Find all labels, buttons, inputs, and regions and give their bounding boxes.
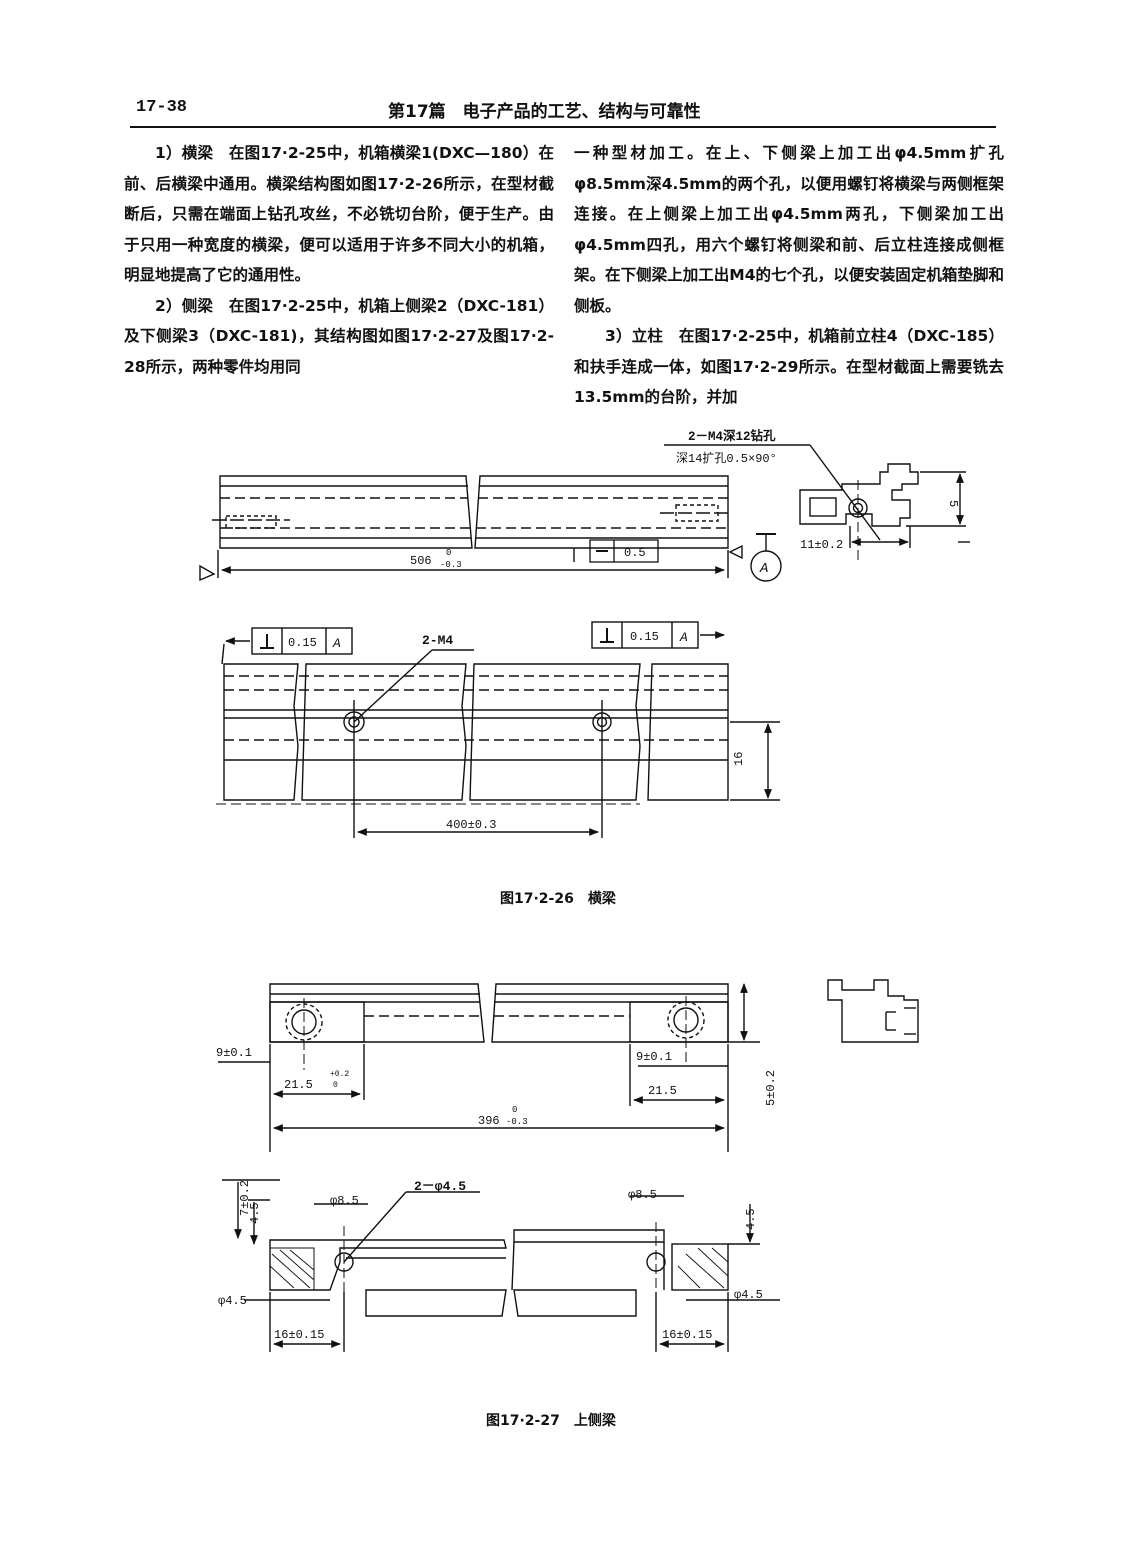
crossbeam-top-view — [212, 475, 729, 549]
perp-datum-2: A — [679, 630, 688, 645]
paragraph-column: 3）立柱 在图17·2-25中，机箱前立柱4（DXC-185）和扶手连成一体，如… — [574, 327, 1004, 406]
datum-a: A — [759, 561, 768, 577]
paragraph-side-beam-cont: 一种型材加工。在上、下侧梁上加工出φ4.5mm扩孔φ8.5mm深4.5mm的两个… — [574, 144, 1004, 315]
dim-hole-pos-left: 16±0.15 — [274, 1328, 324, 1342]
dim-hole-pos-right: 16±0.15 — [662, 1328, 712, 1342]
chapter-title: 第17篇 电子产品的工艺、结构与可靠性 — [388, 102, 701, 122]
dim-side-height: 5±0.2 — [764, 1070, 778, 1106]
caption-fig-17-2-27: 图17·2-27 上侧梁 — [486, 1413, 616, 1429]
crossbeam-section — [664, 444, 970, 560]
dim-total: 396 — [478, 1114, 500, 1128]
side-beam-bottom-dims — [222, 1179, 780, 1352]
flatness-value: 0.5 — [624, 546, 646, 560]
side-beam-top-dims — [218, 983, 760, 1152]
dim-pocket-tol-upper: +0.2 — [330, 1070, 349, 1079]
tapped-holes: 2-M4 — [422, 633, 453, 648]
dim-hole-spacing: 400±0.3 — [446, 818, 496, 832]
hole-dia-left: φ4.5 — [218, 1294, 247, 1308]
dim-top-left: 7±0.2 — [238, 1180, 252, 1216]
paragraph-side-beam: 2）侧梁 在图17·2-25中，机箱上侧梁2（DXC-181）及下侧梁3（DXC… — [124, 296, 554, 376]
side-beam-bottom-view — [269, 1222, 729, 1317]
text-column-left: 1）横梁 在图17·2-25中，机箱横梁1(DXC—180）在前、后横梁中通用。… — [124, 138, 554, 382]
crossbeam-top-dims — [199, 533, 782, 582]
cb-dia-right: φ8.5 — [628, 1188, 657, 1202]
caption-fig-17-2-26: 图17·2-26 横梁 — [500, 891, 616, 907]
perp-value-2: 0.15 — [630, 630, 659, 644]
perp-datum: A — [332, 636, 341, 651]
dim-pocket-left: 21.5 — [284, 1078, 313, 1092]
page-header: 17-38 第17篇 电子产品的工艺、结构与可靠性 — [130, 92, 996, 128]
dim-length-tol-upper: 0 — [446, 548, 451, 558]
dim-height: 5 — [946, 500, 960, 507]
hole-dia-right: φ4.5 — [734, 1288, 763, 1302]
side-beam-top-view — [269, 983, 729, 1070]
callout-counterbore: 深14扩孔0.5×90° — [676, 451, 777, 466]
side-beam-section — [827, 979, 919, 1043]
dim-total-tol-upper: 0 — [512, 1105, 517, 1115]
dim-depth-right: 4.5 — [744, 1208, 758, 1230]
dim-total-tol-lower: -0.3 — [506, 1117, 528, 1127]
dim-pocket-right: 21.5 — [648, 1084, 677, 1098]
dim-depth-left: 4.5 — [248, 1202, 262, 1224]
crossbeam-front-view — [216, 621, 780, 838]
dim-hole-height: 16 — [732, 752, 746, 766]
dim-pocket-tol-lower: 0 — [333, 1081, 338, 1090]
dim-length: 506 — [410, 554, 432, 568]
dim-edge-right: 9±0.1 — [636, 1050, 672, 1064]
paragraph-crossbeam: 1）横梁 在图17·2-25中，机箱横梁1(DXC—180）在前、后横梁中通用。… — [124, 144, 554, 284]
page-number: 17-38 — [136, 98, 188, 117]
cb-dia-left: φ8.5 — [330, 1194, 359, 1208]
figure-crossbeam: 506 0 -0.3 0.5 A 11±0.2 5 2－M4深12钻孔 深14扩… — [199, 428, 970, 838]
through-holes: 2－φ4.5 — [414, 1179, 466, 1194]
perp-value: 0.15 — [288, 636, 317, 650]
dim-offset: 11±0.2 — [800, 538, 843, 552]
dim-length-tol-lower: -0.3 — [440, 560, 462, 570]
text-column-right: 一种型材加工。在上、下侧梁上加工出φ4.5mm扩孔φ8.5mm深4.5mm的两个… — [574, 138, 1004, 413]
dim-edge-left: 9±0.1 — [216, 1046, 252, 1060]
callout-hole: 2－M4深12钻孔 — [688, 428, 776, 444]
